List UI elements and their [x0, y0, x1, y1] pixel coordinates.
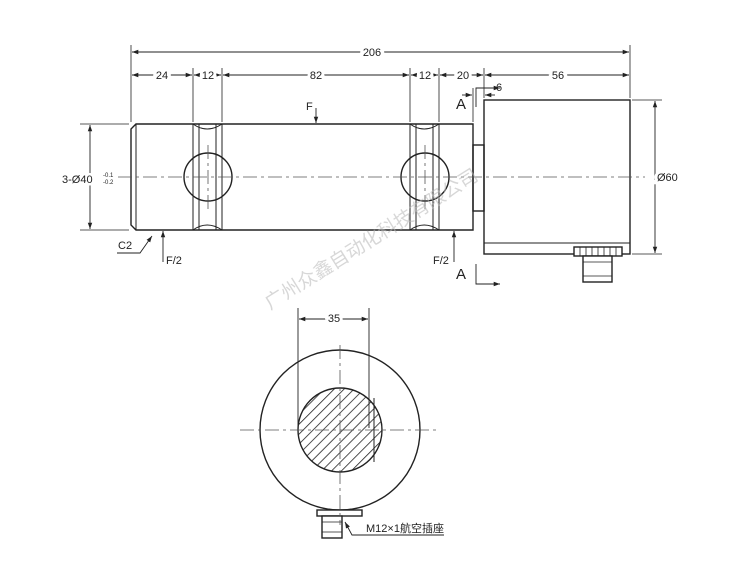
bore-tol-upper: -0.1	[103, 173, 114, 179]
dim-overall: 206	[363, 47, 381, 59]
top-view-text: 206 24 12 82 12 20 56 6 Ø60 F F/2 F/2 C2…	[60, 44, 681, 283]
section-marker-bottom	[475, 264, 500, 287]
centerlines-top	[118, 145, 645, 212]
chamfer-label: C2	[118, 240, 132, 252]
section-connector-top	[316, 509, 363, 517]
section-marker-top	[475, 85, 500, 107]
dim-seg2: 12	[202, 70, 214, 82]
dim-section-width: 35	[328, 313, 340, 325]
section-label-top: A	[456, 96, 466, 113]
dim-offset: 6	[496, 82, 502, 94]
dim-seg4: 12	[419, 70, 431, 82]
chamfer-leader	[117, 235, 153, 254]
dim-seg1: 24	[156, 70, 168, 82]
dimension-lines	[87, 49, 658, 287]
connector-nut	[582, 255, 613, 283]
force-label-left: F/2	[166, 255, 182, 267]
connector-label: M12×1航空插座	[366, 521, 444, 535]
dim-body-diameter: Ø60	[657, 172, 678, 184]
force-label-top: F	[306, 101, 313, 113]
bore-tol-lower: -0.2	[103, 180, 114, 186]
bore-callout: 3-Ø40	[62, 174, 93, 186]
force-label-right: F/2	[433, 255, 449, 267]
dim-seg5: 20	[457, 70, 469, 82]
section-connector-body	[321, 515, 343, 539]
groove-right	[409, 123, 440, 231]
dim-seg6: 56	[552, 70, 564, 82]
centerlines-section	[240, 345, 440, 525]
extension-lines	[80, 45, 662, 255]
dim-seg3: 82	[310, 70, 322, 82]
company-watermark: 广州众鑫自动化科技有限公司	[261, 165, 482, 315]
section-dimensions	[297, 308, 444, 536]
connector-leader	[344, 521, 444, 536]
top-view	[130, 99, 631, 283]
section-label-bottom: A	[456, 266, 466, 283]
